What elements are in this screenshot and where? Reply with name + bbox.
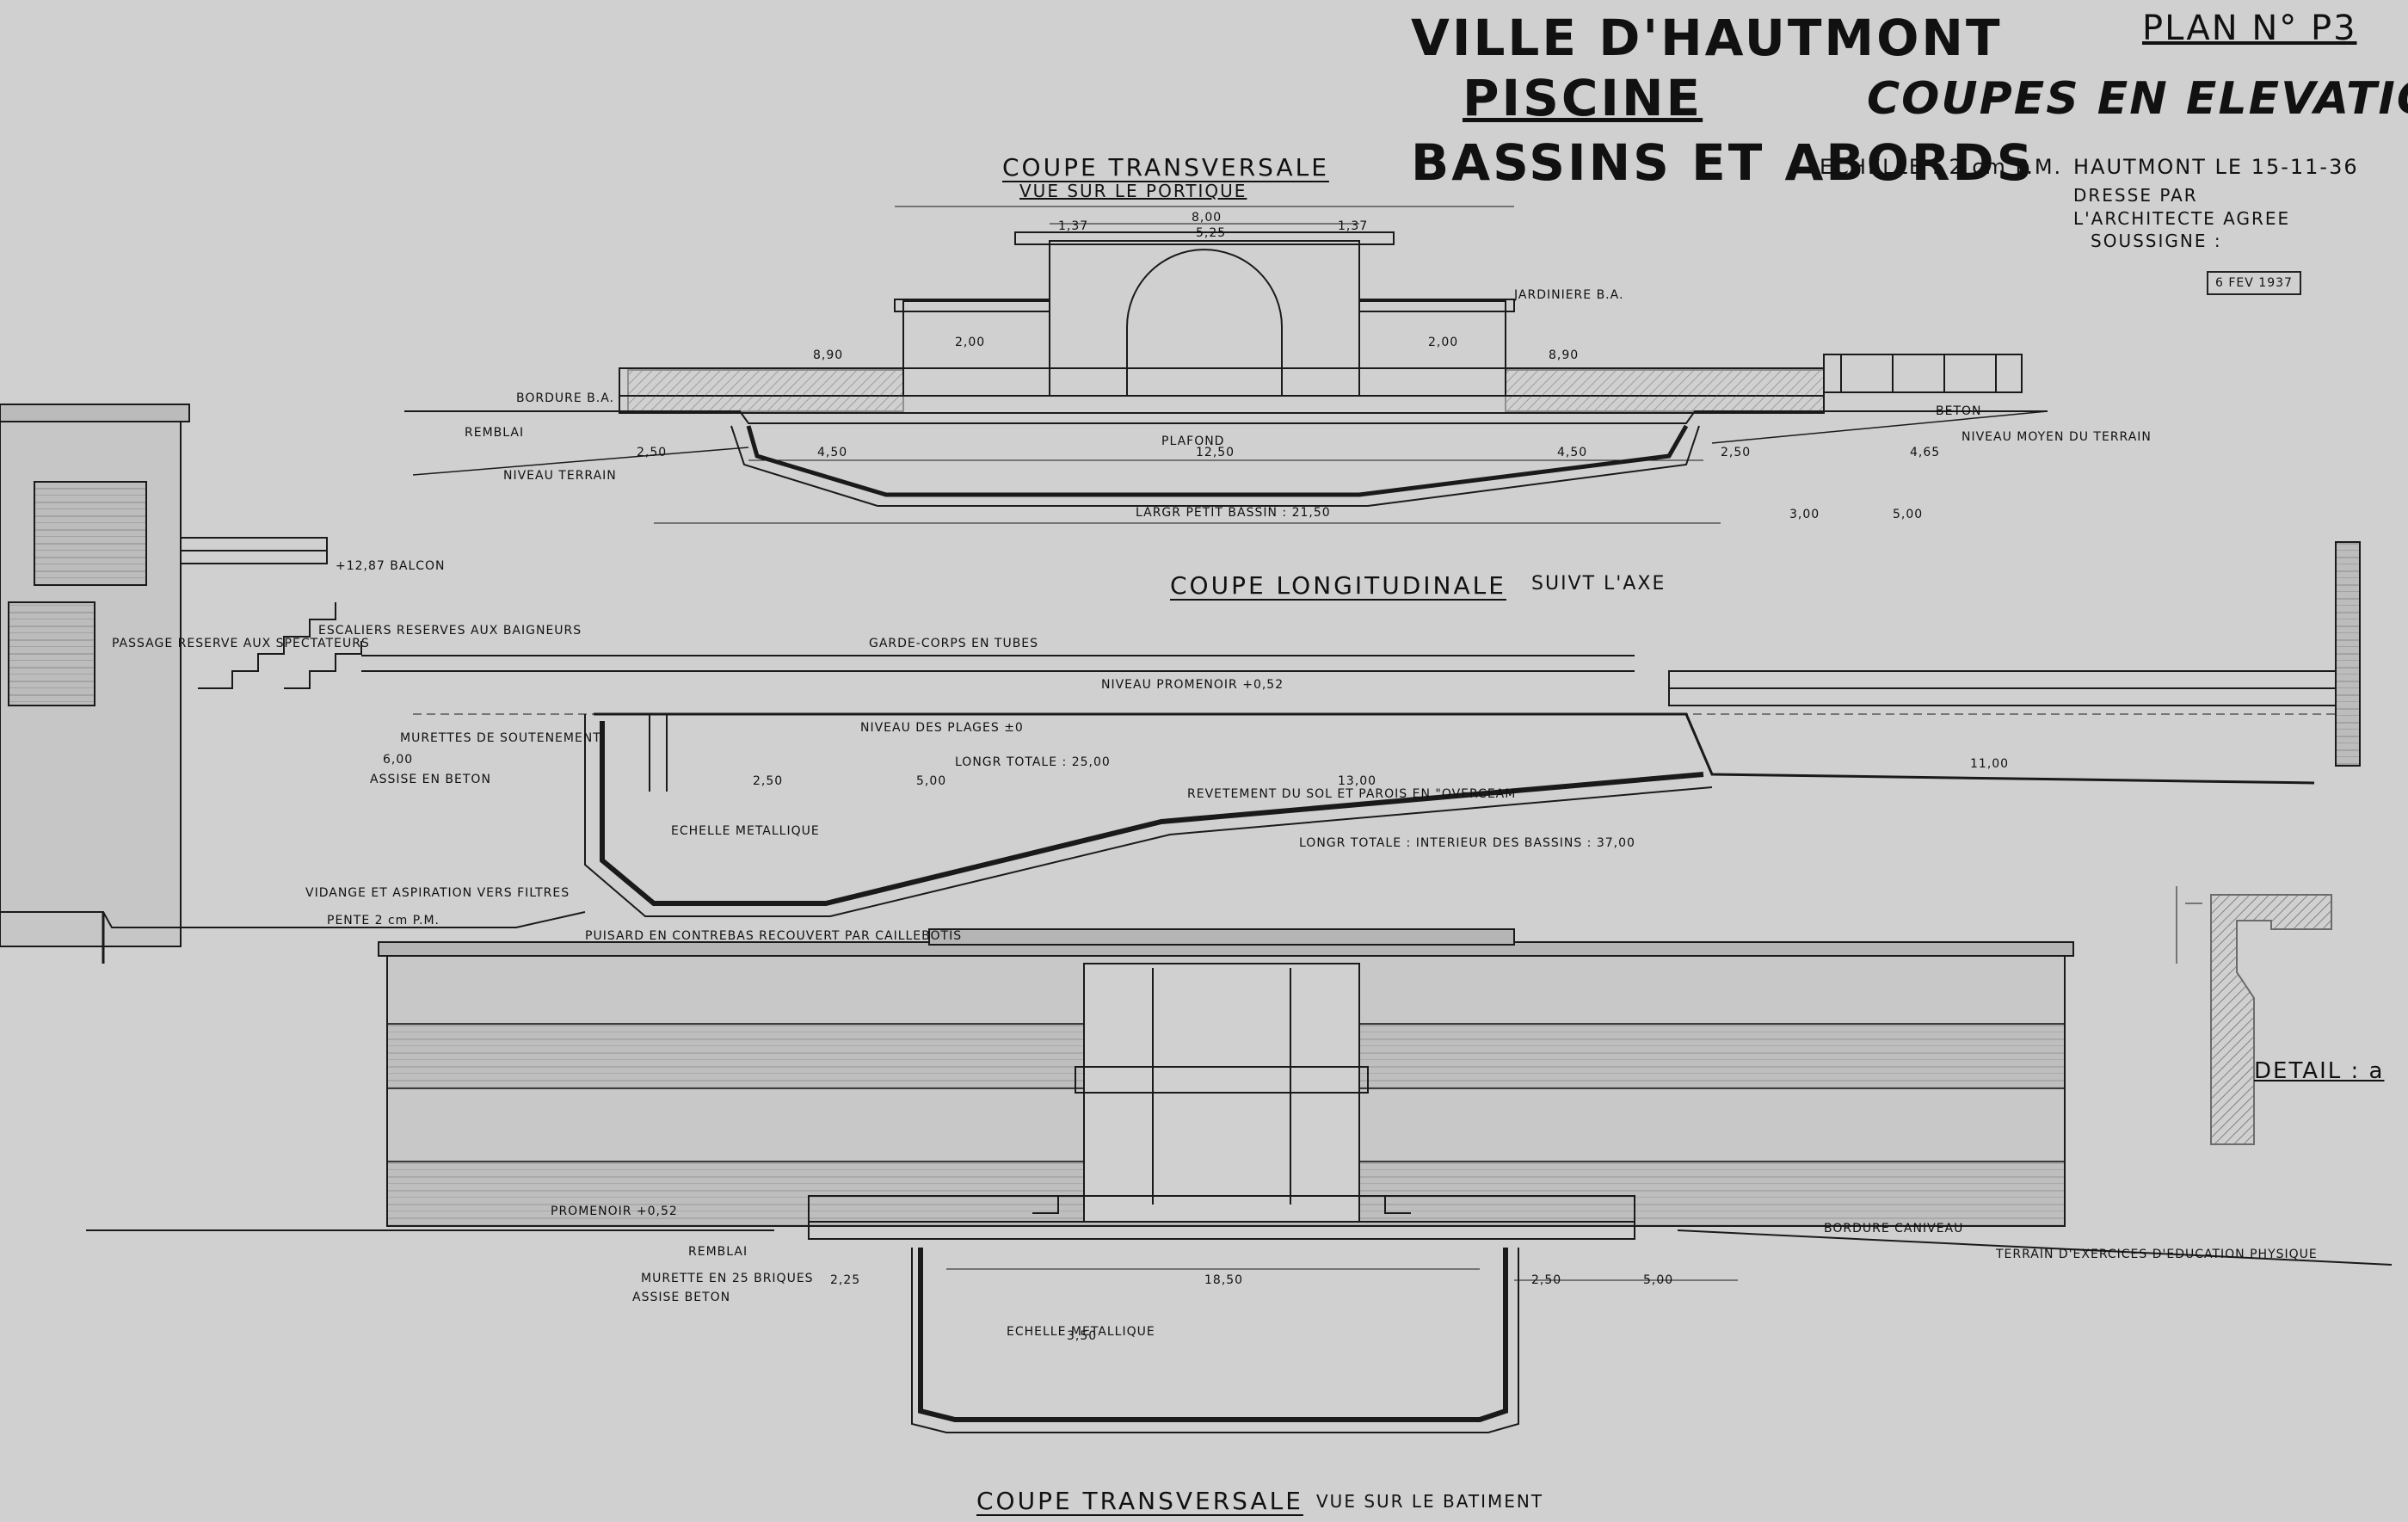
date-stamp: 6 FEV 1937 <box>2207 271 2301 295</box>
dim-12-50: 12,50 <box>1196 446 1235 459</box>
label-passage: PASSAGE RESERVE AUX SPECTATEURS <box>112 637 370 650</box>
detail-label: DETAIL : a <box>2254 1058 2385 1084</box>
dim-4-65: 4,65 <box>1910 446 1941 459</box>
dim-2-50-right: 2,50 <box>1721 446 1752 459</box>
dim-3-00: 3,00 <box>1789 508 1820 521</box>
bottom-dim-2-25: 2,25 <box>830 1273 861 1287</box>
middle-section-drawing <box>0 404 2361 964</box>
bottom-dim-5-00: 5,00 <box>1643 1273 1674 1287</box>
dim-8-00: 8,00 <box>1192 211 1222 225</box>
middle-section-subtitle: SUIVT L'AXE <box>1531 573 1666 595</box>
balcon-level: +12,87 BALCON <box>336 559 446 573</box>
bottom-promenoir: PROMENOIR +0,52 <box>551 1205 678 1218</box>
dim-2-50-left: 2,50 <box>637 446 668 459</box>
bottom-murette: MURETTE EN 25 BRIQUES <box>641 1272 814 1285</box>
label-pente: PENTE 2 cm P.M. <box>327 914 440 927</box>
city-title: VILLE D'HAUTMONT <box>1411 9 2003 67</box>
signed-line-1: DRESSE PAR <box>2073 185 2198 206</box>
middle-section-title: COUPE LONGITUDINALE <box>1170 571 1506 600</box>
bottom-section-drawing <box>86 928 2393 1433</box>
date-label: HAUTMONT LE 15-11-36 <box>2073 155 2359 179</box>
bottom-remblai: REMBLAI <box>688 1245 748 1259</box>
small-basin-width: LARGR PETIT BASSIN : 21,50 <box>1136 506 1331 520</box>
top-section-title: COUPE TRANSVERSALE <box>1002 153 1329 182</box>
top-section-subtitle: VUE SUR LE PORTIQUE <box>1019 181 1247 201</box>
project-title: PISCINE <box>1463 69 1703 127</box>
label-puisard: PUISARD EN CONTREBAS RECOUVERT PAR CAILL… <box>585 929 963 943</box>
dim-8-90-right: 8,90 <box>1549 348 1580 362</box>
revetement-note: REVETEMENT DU SOL ET PAROIS EN "OVERCEAM… <box>1187 787 1523 801</box>
dim-1-37-left: 1,37 <box>1058 219 1089 233</box>
bottom-echelle: ECHELLE METALLIQUE <box>1007 1325 1155 1339</box>
dim-1-37-right: 1,37 <box>1338 219 1369 233</box>
sheet-title: COUPES EN ELEVATION <box>1867 73 2408 125</box>
dim-5-25: 5,25 <box>1196 226 1227 240</box>
label-murettes: MURETTES DE SOUTENEMENT <box>400 731 601 745</box>
bottom-dim-18-50: 18,50 <box>1204 1273 1244 1287</box>
top-section-drawing <box>404 206 2048 524</box>
label-assise: ASSISE EN BETON <box>370 773 491 786</box>
long-total: LONGR TOTALE : 25,00 <box>955 755 1111 769</box>
dim-4-50-left: 4,50 <box>817 446 848 459</box>
signed-line-3: SOUSSIGNE : <box>2091 231 2222 251</box>
plan-number: PLAN N° P3 <box>2142 9 2357 48</box>
label-beton: BETON <box>1936 404 1982 418</box>
label-bordure: BORDURE B.A. <box>516 391 614 405</box>
dim-5-00: 5,00 <box>1893 508 1924 521</box>
plages-level: NIVEAU DES PLAGES ±0 <box>860 721 1024 735</box>
mid-dim-13-00: 13,00 <box>1338 774 1377 788</box>
bottom-terrain: TERRAIN D'EXERCICES D'EDUCATION PHYSIQUE <box>1996 1248 2318 1261</box>
dim-8-90-left: 8,90 <box>813 348 844 362</box>
bottom-dim-2-50: 2,50 <box>1531 1273 1562 1287</box>
scale-label: ECHELLE : 2 cm P.M. <box>1820 155 2063 179</box>
bottom-dim-3-50: 3,50 <box>1067 1329 1098 1343</box>
bottom-section-title: COUPE TRANSVERSALE <box>976 1487 1303 1515</box>
mid-dim-6-00: 6,00 <box>383 753 414 767</box>
bottom-assise: ASSISE BETON <box>632 1291 731 1304</box>
dim-4-50-right: 4,50 <box>1557 446 1588 459</box>
label-plafond: PLAFOND <box>1161 434 1225 448</box>
label-jardiniere: JARDINIERE B.A. <box>1514 288 1624 302</box>
label-remblai-top: REMBLAI <box>465 426 525 440</box>
dim-2-00-left: 2,00 <box>955 336 986 349</box>
subject-title: BASSINS ET ABORDS <box>1411 133 2035 192</box>
label-niveau-moyen: NIVEAU MOYEN DU TERRAIN <box>1962 430 2152 444</box>
signed-line-2: L'ARCHITECTE AGREE <box>2073 208 2291 229</box>
label-echelle: ECHELLE METALLIQUE <box>671 824 820 838</box>
label-niveau-terrain: NIVEAU TERRAIN <box>503 469 617 483</box>
bottom-bordure: BORDURE CANIVEAU <box>1824 1222 1964 1235</box>
label-garde-corps: GARDE-CORPS EN TUBES <box>869 637 1039 650</box>
label-vidange: VIDANGE ET ASPIRATION VERS FILTRES <box>305 886 570 900</box>
dim-2-00-right: 2,00 <box>1428 336 1459 349</box>
long-interior: LONGR TOTALE : INTERIEUR DES BASSINS : 3… <box>1299 836 1635 850</box>
bottom-section-subtitle: VUE SUR LE BATIMENT <box>1316 1491 1544 1512</box>
mid-dim-2-50: 2,50 <box>753 774 784 788</box>
mid-dim-11-00: 11,00 <box>1970 757 2010 771</box>
detail-a-drawing <box>2176 886 2332 1145</box>
promenoir-level: NIVEAU PROMENOIR +0,52 <box>1101 678 1284 692</box>
label-escaliers: ESCALIERS RESERVES AUX BAIGNEURS <box>318 624 582 638</box>
mid-dim-5-00: 5,00 <box>916 774 947 788</box>
